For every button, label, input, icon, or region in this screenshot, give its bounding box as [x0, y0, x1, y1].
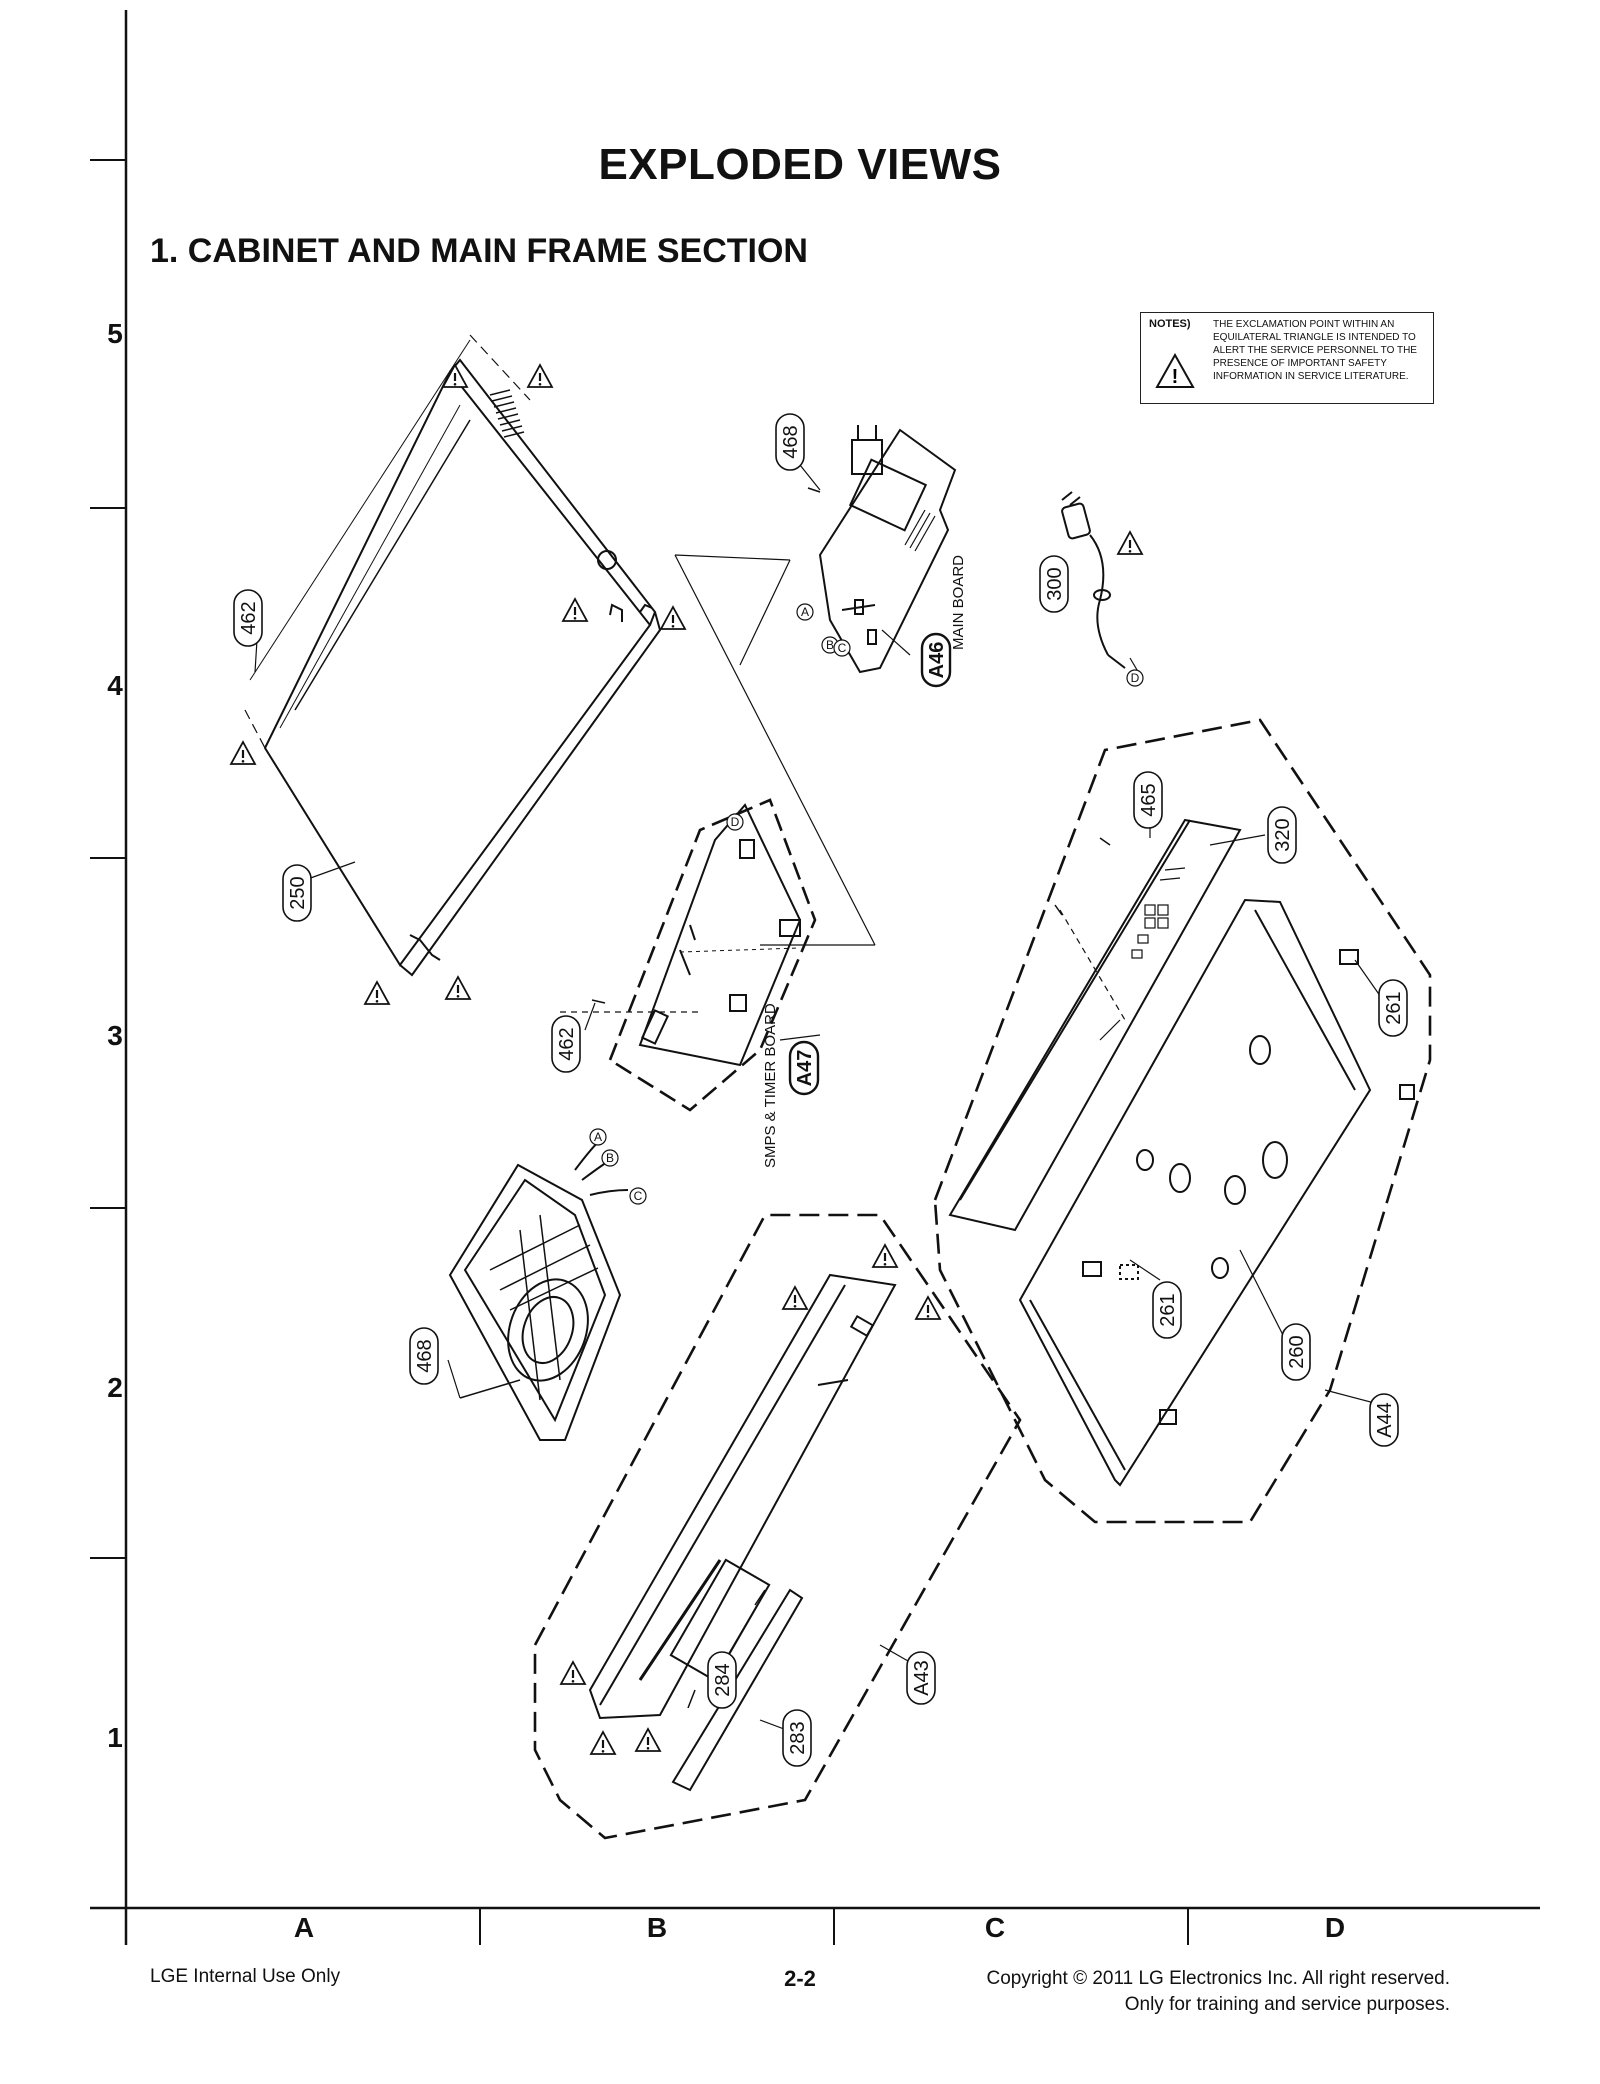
assembly-guide-lines [560, 554, 876, 1013]
main-frame-part [933, 718, 1432, 1524]
warning-triangle-icon [659, 605, 687, 631]
svg-text:A: A [594, 1130, 602, 1144]
warning-triangle-icon [363, 980, 391, 1006]
copyright-block: Copyright © 2011 LG Electronics Inc. All… [986, 1966, 1450, 2018]
svg-text:261: 261 [1383, 991, 1405, 1024]
svg-text:468: 468 [780, 425, 802, 458]
callout-465: 465 [1133, 771, 1163, 829]
footer-internal-use: LGE Internal Use Only [150, 1966, 341, 1987]
warning-triangle-icon [634, 1727, 662, 1753]
svg-text:C: C [838, 641, 847, 655]
svg-text:468: 468 [414, 1339, 436, 1372]
column-label-a: A [293, 1912, 315, 1943]
svg-text:462: 462 [556, 1027, 578, 1060]
svg-text:465: 465 [1138, 783, 1160, 816]
svg-text:A46: A46 [926, 642, 948, 679]
svg-text:283: 283 [787, 1721, 809, 1754]
svg-text:!: ! [1172, 366, 1179, 388]
warning-triangle-icon [444, 975, 472, 1001]
board-labels: MAIN BOARD SMPS & TIMER BOARD [762, 555, 967, 1168]
notes-box: NOTES) ! THE EXCLAMATION POINT WITHIN AN… [1140, 312, 1434, 404]
svg-text:284: 284 [712, 1663, 734, 1696]
part-callouts: 462 250 468 A46 300 465 320 261 [233, 413, 1408, 1767]
svg-text:A: A [801, 605, 809, 619]
callout-284: 284 [707, 1651, 737, 1709]
section-title: 1. CABINET AND MAIN FRAME SECTION [150, 232, 808, 270]
svg-text:B: B [606, 1151, 614, 1165]
safety-warning-icons [229, 363, 1144, 1756]
callout-a46: A46 [920, 632, 952, 688]
notes-text: THE EXCLAMATION POINT WITHIN AN EQUILATE… [1213, 319, 1417, 382]
svg-text:A47: A47 [794, 1050, 816, 1087]
svg-text:320: 320 [1272, 818, 1294, 851]
svg-text:250: 250 [287, 876, 309, 909]
callout-300: 300 [1039, 555, 1069, 613]
loader-mechanism-part [448, 1139, 629, 1441]
warning-triangle-icon [561, 597, 589, 623]
svg-text:D: D [1131, 671, 1140, 685]
warning-triangle-icon [589, 1730, 617, 1756]
callout-261-right: 261 [1378, 979, 1408, 1037]
row-label-1: 1 [107, 1722, 123, 1753]
warning-triangle-icon [781, 1285, 809, 1311]
svg-text:261: 261 [1157, 1293, 1179, 1326]
warning-triangle-icon [914, 1295, 942, 1321]
row-label-4: 4 [107, 670, 123, 701]
warning-triangle-icon: ! [1155, 353, 1195, 388]
svg-text:A43: A43 [911, 1660, 933, 1696]
column-label-d: D [1324, 1912, 1346, 1943]
copyright-line-1: Copyright © 2011 LG Electronics Inc. All… [986, 1968, 1450, 1989]
callout-261-center: 261 [1152, 1281, 1182, 1339]
callout-320: 320 [1267, 806, 1297, 864]
callout-a47: A47 [788, 1040, 820, 1096]
svg-text:462: 462 [238, 601, 260, 634]
leader-lines [254, 464, 1384, 1736]
callout-a43: A43 [906, 1651, 936, 1705]
connector-markers: A B C D D A B C [589, 603, 1144, 1205]
callout-468-top: 468 [775, 413, 805, 471]
smps-board-label: SMPS & TIMER BOARD [762, 1003, 779, 1168]
row-label-5: 5 [107, 318, 123, 349]
callout-462-top: 462 [233, 589, 263, 647]
svg-text:D: D [731, 815, 740, 829]
column-label-b: B [646, 1912, 668, 1943]
row-label-2: 2 [107, 1372, 123, 1403]
warning-triangle-icon [871, 1243, 899, 1269]
callout-283: 283 [782, 1709, 812, 1767]
callout-468-bottom: 468 [409, 1327, 439, 1385]
page-number: 2-2 [784, 1966, 816, 1991]
callout-260: 260 [1281, 1323, 1311, 1381]
svg-text:B: B [826, 638, 834, 652]
column-label-c: C [984, 1912, 1006, 1943]
power-cord-part [1061, 491, 1126, 669]
row-label-3: 3 [107, 1020, 123, 1051]
warning-triangle-icon [1116, 530, 1144, 556]
page-frame [90, 10, 1540, 1945]
page-title: EXPLODED VIEWS [598, 140, 1002, 189]
front-panel-part [533, 1213, 1022, 1840]
main-board-part [807, 425, 957, 674]
svg-text:C: C [634, 1189, 643, 1203]
notes-heading: NOTES) [1149, 318, 1191, 330]
warning-triangle-icon [229, 740, 257, 766]
main-board-label: MAIN BOARD [950, 555, 967, 650]
callout-462-bottom: 462 [551, 1015, 581, 1073]
svg-text:260: 260 [1286, 1335, 1308, 1368]
warning-triangle-icon [559, 1660, 587, 1686]
smps-board-part [591, 798, 817, 1112]
callout-a44: A44 [1369, 1393, 1399, 1447]
svg-text:A44: A44 [1374, 1402, 1396, 1438]
callout-250: 250 [282, 864, 312, 922]
svg-text:300: 300 [1044, 567, 1066, 600]
warning-triangle-icon [526, 363, 554, 389]
copyright-line-2: Only for training and service purposes. [1124, 1994, 1450, 2015]
